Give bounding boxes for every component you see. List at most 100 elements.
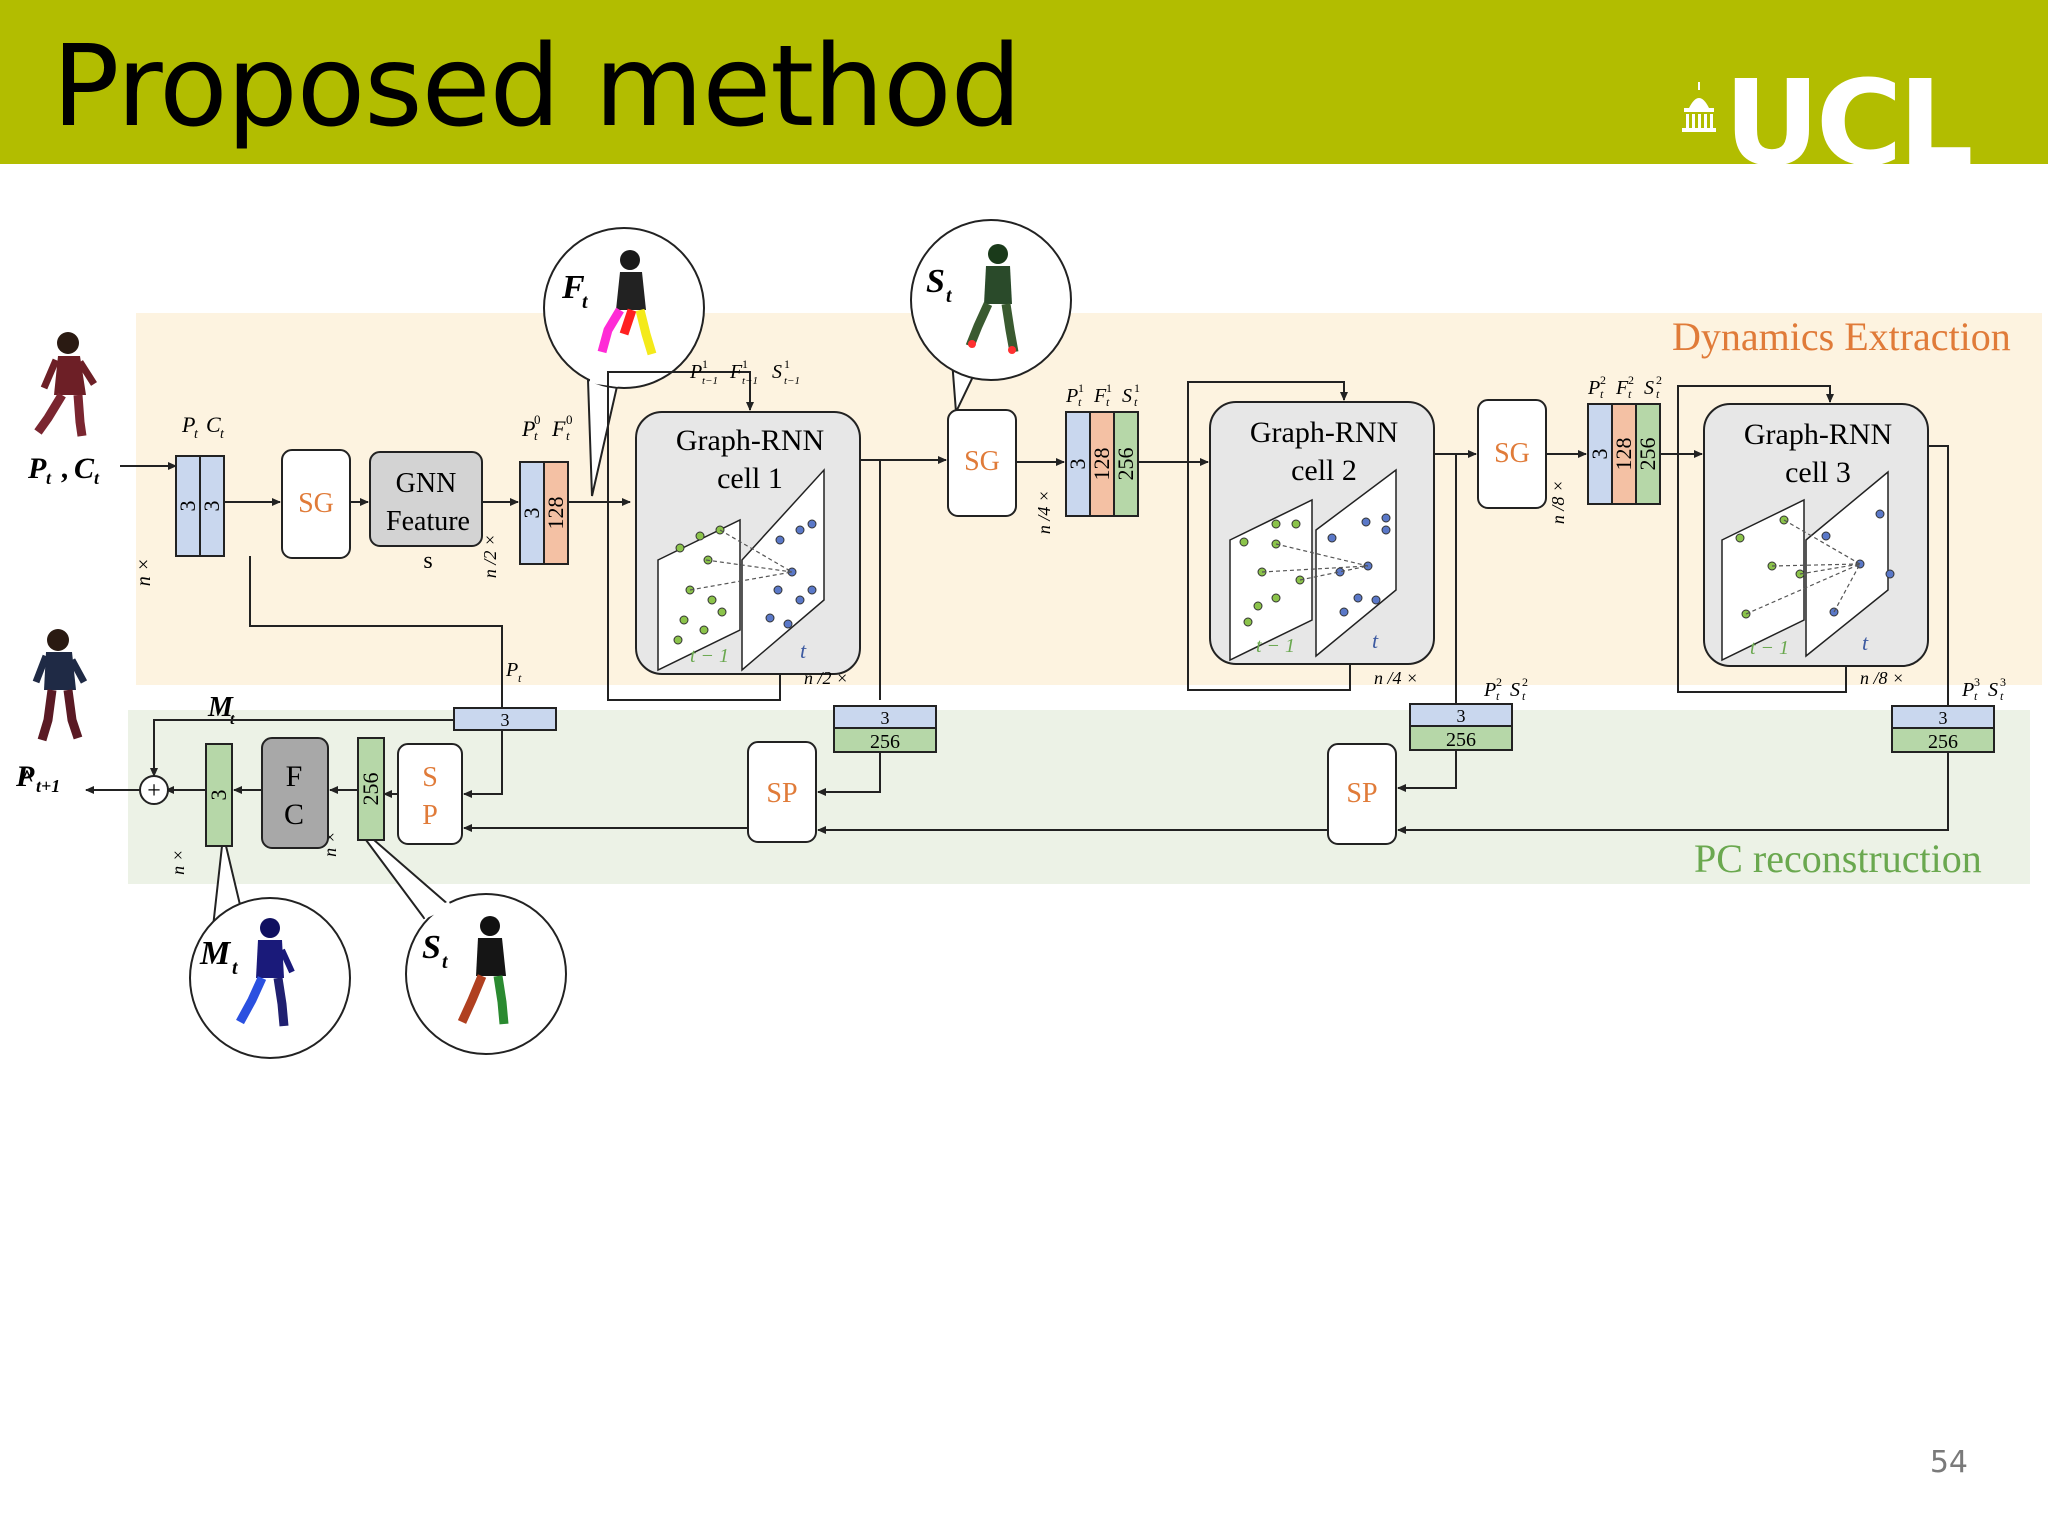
- svg-text:128: 128: [543, 497, 568, 530]
- skip-point-bar: 3 P t: [453, 659, 557, 731]
- input-label: P t , C t: [27, 452, 100, 488]
- svg-text:t: t: [566, 428, 570, 443]
- svg-text:n ×: n ×: [168, 849, 188, 875]
- svg-text:GNN: GNN: [396, 468, 457, 499]
- bubble-mt-figure: [236, 918, 295, 1027]
- svg-text:SP: SP: [1346, 778, 1377, 809]
- svg-text:S: S: [422, 929, 441, 966]
- svg-text:t: t: [1522, 689, 1526, 703]
- svg-text:M: M: [199, 935, 232, 972]
- svg-text:t: t: [442, 951, 449, 973]
- svg-text:3: 3: [1587, 449, 1612, 460]
- svg-text:P: P: [15, 760, 35, 793]
- svg-text:2: 2: [1628, 373, 1634, 387]
- input-point-block: 3 3 n × P t C t: [133, 412, 225, 586]
- svg-text:n /8 ×: n /8 ×: [1548, 480, 1568, 524]
- svg-text:1: 1: [742, 357, 748, 371]
- svg-text:P: P: [521, 416, 535, 441]
- svg-text:t+1: t+1: [36, 776, 60, 796]
- slide-title: Proposed method: [52, 22, 1022, 152]
- svg-text:3: 3: [1065, 459, 1090, 470]
- svg-text:1: 1: [1106, 381, 1112, 395]
- graph-rnn-cell-1: Graph-RNN cell 1 t − 1 t n /2 ×: [635, 411, 861, 688]
- svg-text:P: P: [1483, 679, 1496, 701]
- svg-text:P: P: [27, 452, 47, 485]
- sum-node: +: [139, 775, 169, 805]
- svg-text:t: t: [1600, 387, 1604, 401]
- svg-text:t: t: [1372, 628, 1379, 653]
- svg-text:S: S: [926, 263, 945, 300]
- svg-text:n /4 ×: n /4 ×: [1034, 490, 1054, 534]
- svg-text:t: t: [194, 427, 199, 442]
- svg-text:t: t: [1862, 630, 1869, 655]
- svg-text:C: C: [206, 412, 221, 437]
- svg-text:t: t: [1656, 387, 1660, 401]
- feature-block-level0: 3 128 n /2 × P 0 t F 0 t: [480, 412, 573, 578]
- fc-module: F C: [261, 737, 329, 849]
- svg-text:n /8 ×: n /8 ×: [1860, 668, 1904, 688]
- recon-bar-level2: 3 256 P 2 t S 2 t: [1409, 675, 1528, 751]
- svg-text:256: 256: [1635, 438, 1660, 471]
- svg-text:SG: SG: [964, 446, 1000, 477]
- svg-text:F: F: [1615, 377, 1629, 399]
- svg-text:F: F: [551, 416, 566, 441]
- recon-bar-level1: 3 256: [833, 705, 937, 753]
- cell1-blue-points: [765, 519, 817, 629]
- svg-text:t: t: [1134, 395, 1138, 409]
- input-human-figure: [34, 332, 97, 437]
- svg-text:0: 0: [534, 412, 541, 427]
- svg-text:t: t: [534, 428, 538, 443]
- svg-text:P: P: [1961, 679, 1974, 701]
- svg-text:3: 3: [206, 790, 231, 801]
- svg-text:t − 1: t − 1: [1750, 637, 1789, 659]
- svg-text:Feature: Feature: [386, 506, 470, 537]
- svg-text:256: 256: [870, 731, 900, 753]
- svg-text:Graph-RNN: Graph-RNN: [1250, 416, 1398, 449]
- svg-text:P: P: [181, 412, 195, 437]
- svg-text:^: ^: [20, 766, 34, 792]
- gnn-features-module: GNN Feature s: [369, 451, 483, 574]
- svg-text:SG: SG: [298, 488, 334, 519]
- svg-text:S: S: [1988, 679, 1998, 701]
- svg-text:t−1: t−1: [742, 375, 758, 387]
- svg-text:M: M: [207, 692, 234, 723]
- cell2-blue-points: [1327, 513, 1391, 617]
- svg-text:Graph-RNN: Graph-RNN: [1744, 418, 1892, 451]
- bubble-flow-ft: F t: [543, 227, 705, 497]
- svg-text:1: 1: [1134, 381, 1140, 395]
- svg-text:+: +: [147, 778, 161, 804]
- svg-text:S: S: [422, 762, 438, 793]
- svg-text:3: 3: [1974, 675, 1980, 689]
- svg-text:3: 3: [2000, 675, 2006, 689]
- recon-bar-level3: 3 256 P 3 t S 3 t: [1891, 675, 2006, 753]
- svg-text:1: 1: [702, 357, 708, 371]
- graph-rnn-cell-2: Graph-RNN cell 2 t − 1 t n /4 ×: [1209, 401, 1435, 688]
- svg-text:t − 1: t − 1: [1256, 635, 1295, 657]
- sp-module-2: SP: [747, 741, 817, 843]
- slide-header: [0, 0, 2048, 164]
- ucl-portico-icon: [1682, 82, 1716, 132]
- svg-text:n /4 ×: n /4 ×: [1374, 668, 1418, 688]
- svg-text:SP: SP: [766, 778, 797, 809]
- svg-text:t: t: [1628, 387, 1632, 401]
- svg-text:t: t: [46, 468, 52, 488]
- svg-text:P: P: [689, 361, 702, 383]
- bubble-state-st-bottom: S t: [364, 839, 567, 1055]
- bubble-st-figure: [965, 244, 1019, 354]
- feature-block-level2: 3 128 256 P 2 t F 2 t S 2 t: [1587, 373, 1662, 505]
- svg-text:t: t: [518, 671, 522, 685]
- svg-text:s: s: [423, 548, 432, 574]
- svg-text:3: 3: [1457, 706, 1466, 726]
- slide-number: 54: [1929, 1445, 1968, 1480]
- svg-text:n /2 ×: n /2 ×: [804, 668, 848, 688]
- svg-text:F: F: [561, 269, 585, 306]
- motion-block: 3 n × M t: [168, 692, 235, 875]
- svg-text:3: 3: [519, 508, 544, 519]
- svg-text:P: P: [505, 659, 518, 681]
- svg-text:t: t: [94, 468, 100, 488]
- svg-text:t: t: [946, 285, 953, 307]
- cell1-input-label: P 1 t−1 F 1 t−1 S 1 t−1: [689, 357, 800, 387]
- svg-text:3: 3: [175, 501, 200, 512]
- svg-text:3: 3: [199, 501, 224, 512]
